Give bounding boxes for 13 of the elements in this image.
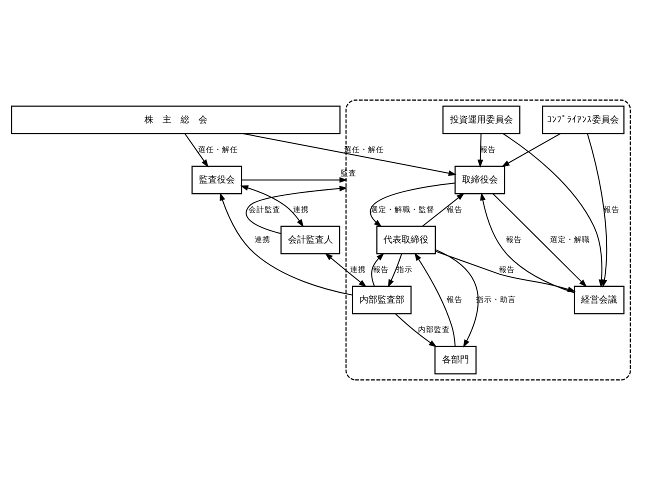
edge-label: 選任・解任 — [198, 144, 238, 154]
edge-label: 報告 — [499, 264, 516, 274]
edge-label: 選定・解職 — [550, 234, 590, 244]
edge-label: 報告 — [373, 264, 390, 274]
edge-label: 会計監査 — [248, 204, 281, 214]
edge-label: 報告 — [506, 234, 522, 244]
edge-label: 報告 — [446, 204, 463, 214]
edge-label: 連携 — [293, 204, 310, 214]
edge-label: 連携 — [254, 234, 270, 244]
edge-label: 連携 — [350, 264, 366, 274]
edge-label: 指示 — [396, 264, 413, 274]
edge-label: 内部監査 — [418, 324, 450, 334]
edge-label: 報告 — [446, 294, 463, 304]
